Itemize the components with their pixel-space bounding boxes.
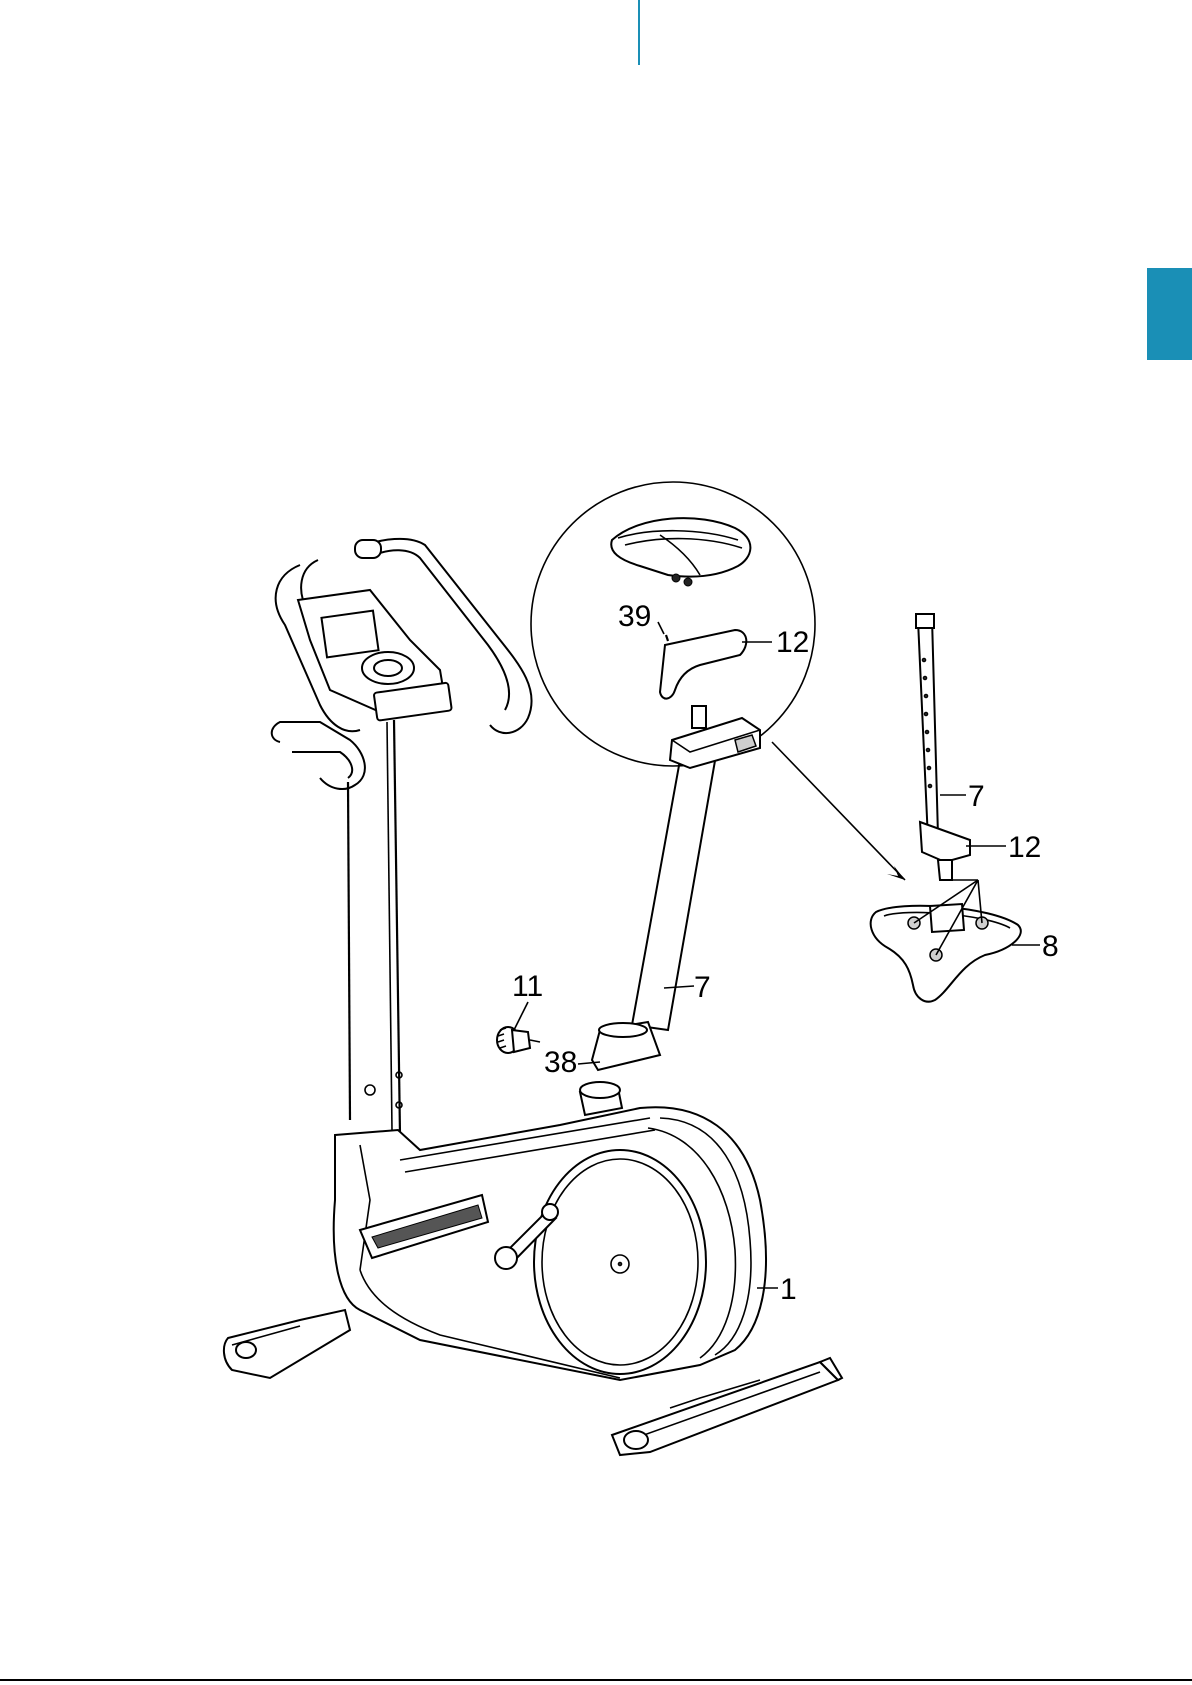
callout-8-saddle: 8 [1042,930,1059,963]
seat-exploded-view [871,614,1021,1002]
callout-7-seat-rail: 7 [968,780,985,813]
callout-38-cover: 38 [544,1046,577,1079]
callout-11-knob: 11 [512,970,543,1003]
callout-7-seat-post: 7 [694,971,711,1004]
detail-arrow-line [772,742,905,880]
callout-12-adapter-detail: 12 [776,626,809,659]
callout-39-pin: 39 [618,600,651,633]
seat-post-assembly [497,755,716,1070]
callout-1: 1 [780,1273,797,1306]
callout-12-adapter: 12 [1008,831,1041,864]
detail-arrowhead [887,866,905,880]
detail-magnifier [531,482,815,768]
